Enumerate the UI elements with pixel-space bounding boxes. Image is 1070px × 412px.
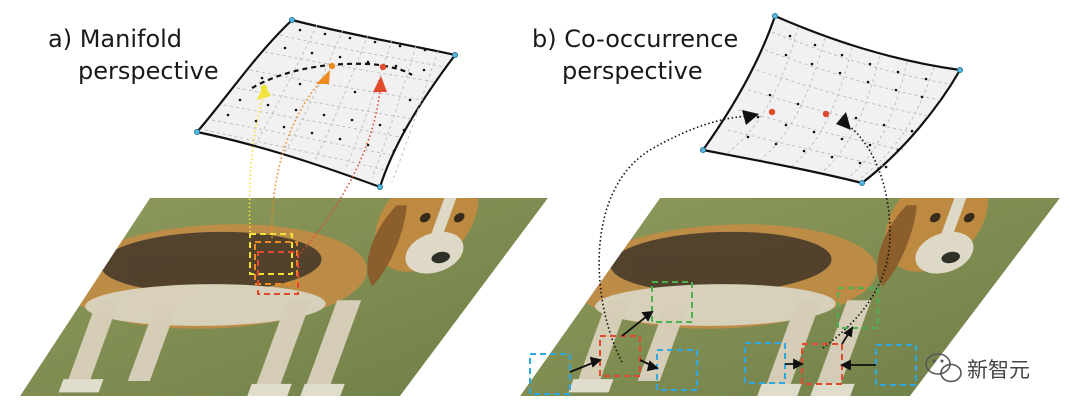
watermark: 新智元	[925, 353, 1030, 383]
panel-b: b) Co-occurrence perspective	[520, 12, 1060, 396]
arrows-a	[248, 79, 381, 257]
patch-green-left	[651, 281, 693, 323]
arrowhead-orange	[316, 70, 330, 84]
patch-red	[257, 251, 299, 295]
wechat-icon	[925, 353, 962, 383]
manifold-surface-b	[700, 12, 964, 186]
patch-blue-right-1	[744, 342, 786, 384]
patch-green-right	[837, 287, 879, 329]
arrowhead-right	[836, 112, 851, 130]
photo-plane-a	[20, 198, 548, 396]
patch-blue-left-2	[656, 349, 698, 391]
arrows-b	[598, 115, 891, 363]
patch-blue-left-1	[529, 353, 571, 395]
arrowhead-yellow	[257, 84, 271, 100]
panel-a: a) Manifold perspective	[20, 16, 548, 396]
panel-a-title: a) Manifold	[48, 25, 182, 53]
arrowhead-red	[373, 76, 387, 92]
context-arrows	[569, 310, 876, 373]
panel-b-title: b) Co-occurrence	[532, 25, 738, 53]
manifold-surface-a	[193, 16, 458, 190]
arrowhead-left	[742, 110, 759, 125]
photo-plane-b	[520, 198, 1060, 396]
panel-a-subtitle: perspective	[78, 57, 219, 85]
panel-b-subtitle: perspective	[562, 57, 703, 85]
patch-red-left	[599, 335, 641, 377]
patch-yellow	[249, 233, 293, 275]
watermark-text: 新智元	[967, 358, 1030, 382]
